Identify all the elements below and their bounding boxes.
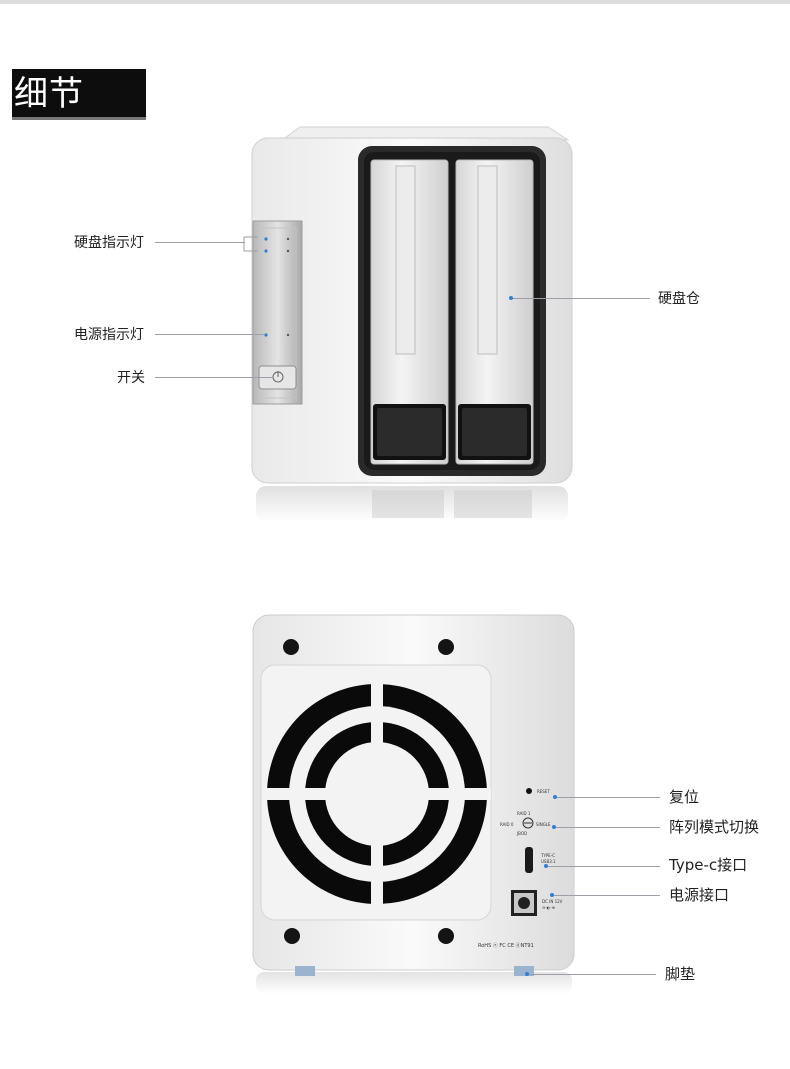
- svg-text:DC IN 12V: DC IN 12V: [542, 899, 563, 904]
- label-reset: 复位: [669, 788, 700, 806]
- label-power-indicator: 电源指示灯: [74, 327, 144, 343]
- top-divider: [0, 0, 790, 4]
- svg-text:RoHS ⓔ FC CE ⓓNT91: RoHS ⓔ FC CE ⓓNT91: [478, 942, 534, 949]
- marker-reset: [553, 795, 557, 799]
- svg-text:RESET: RESET: [537, 789, 550, 794]
- marker-raid-switch: [552, 825, 556, 829]
- svg-text:USB3.1: USB3.1: [541, 859, 556, 864]
- leader-raid-switch: [555, 827, 660, 828]
- leader-hdd-indicator: [155, 242, 245, 243]
- svg-text:TYPE-C: TYPE-C: [540, 853, 555, 858]
- leader-drive-bay: [512, 298, 650, 299]
- svg-text:JBOD: JBOD: [516, 831, 527, 836]
- marker-power-port: [550, 893, 554, 897]
- svg-text:SINGLE: SINGLE: [536, 822, 551, 827]
- leader-power-indicator: [155, 334, 265, 335]
- label-raid-switch: 阵列模式切换: [669, 818, 760, 836]
- label-type-c: Type-c接口: [669, 856, 748, 874]
- label-feet: 脚垫: [665, 965, 696, 983]
- marker-type-c: [544, 864, 548, 868]
- section-title: 细节: [14, 74, 84, 114]
- leader-switch: [155, 377, 273, 378]
- leader-reset: [556, 797, 660, 798]
- label-power-port: 电源接口: [669, 886, 730, 904]
- marker-feet: [525, 972, 529, 976]
- leader-power-port: [553, 895, 660, 896]
- front-enclosure-illustration: [243, 126, 573, 522]
- marker-drive-bay: [509, 296, 513, 300]
- section-title-underline: [12, 117, 146, 120]
- label-hdd-indicator: 硬盘指示灯: [74, 235, 144, 251]
- label-drive-bay: 硬盘仓: [658, 291, 700, 307]
- svg-text:RAID 1: RAID 1: [517, 811, 531, 816]
- svg-text:⊖-◐-⊕: ⊖-◐-⊕: [542, 905, 555, 910]
- label-switch: 开关: [117, 370, 145, 386]
- section-title-background: [12, 69, 146, 117]
- leader-feet: [528, 974, 656, 975]
- leader-type-c: [547, 866, 660, 867]
- rear-enclosure-illustration: RESET RAID 1 RAID 0 SINGLE JBOD TYPE-C U…: [252, 614, 575, 994]
- svg-text:RAID 0: RAID 0: [500, 822, 514, 827]
